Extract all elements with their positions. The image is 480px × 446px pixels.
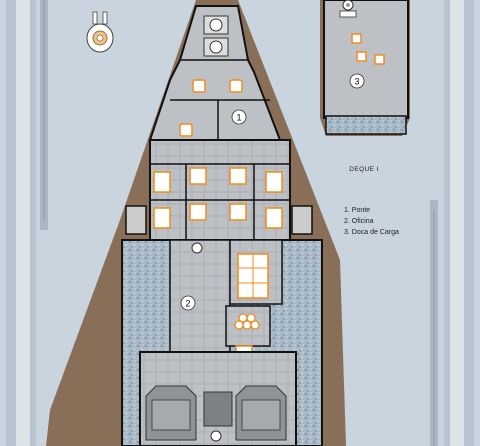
crew-quarters — [125, 139, 313, 241]
fuel-cells-icon — [234, 313, 260, 330]
legend-item-cargo-bay: 3. Doca de Carga — [344, 229, 399, 236]
nav-console-icon — [203, 15, 229, 57]
engine-room — [139, 351, 297, 446]
bridge-room-number: 1 — [236, 113, 241, 123]
workshop-room-number: 2 — [185, 299, 190, 309]
hatch-icon — [342, 0, 354, 11]
cargo-crate-icon — [351, 33, 385, 65]
room-legend: 1. Ponte 2. Oficina 3. Doca de Carga — [344, 207, 399, 236]
deck-label: DEQUE I — [349, 166, 379, 173]
legend-item-workshop: 2. Oficina — [344, 218, 374, 225]
legend-item-bridge: 1. Ponte — [344, 207, 370, 214]
starship-emblem-icon — [86, 11, 114, 53]
cargo-room-number: 3 — [354, 77, 359, 87]
cargo-crate-icon — [237, 253, 269, 299]
bunk-icon — [153, 167, 283, 229]
engine-icon — [145, 385, 287, 441]
deck-one-cargo-module: 3 — [320, 0, 410, 136]
